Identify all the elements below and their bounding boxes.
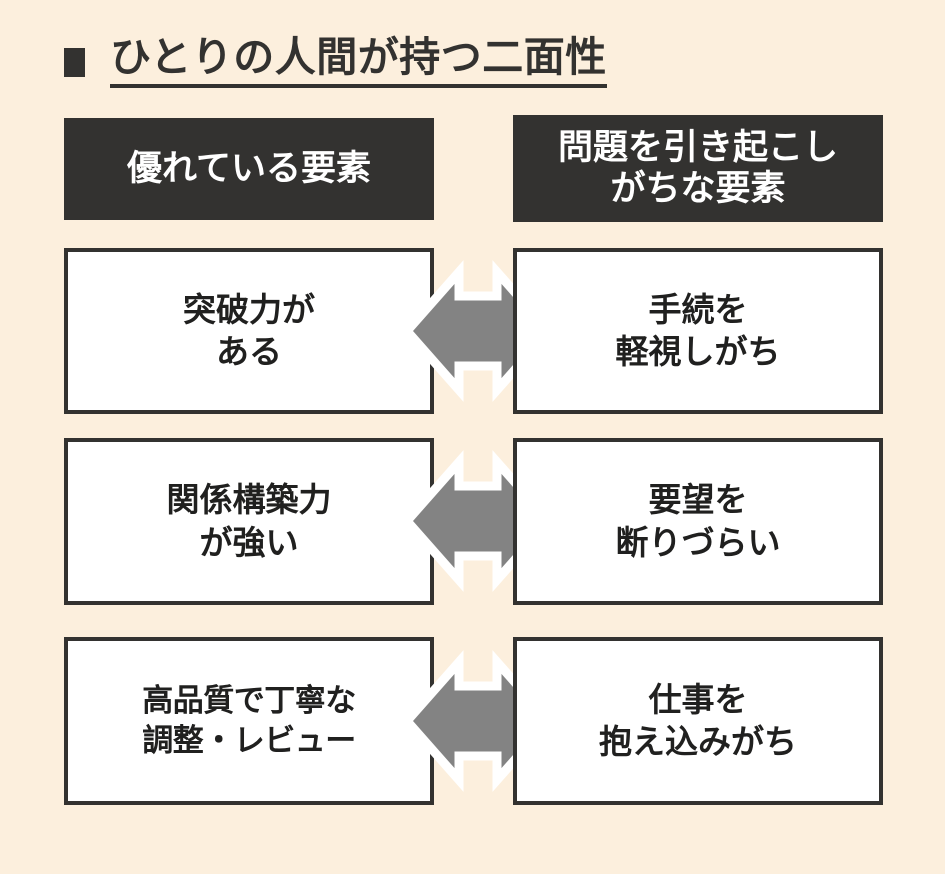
strength-item-1-line1: 突破力が [183,290,315,328]
problem-item-1-line2: 軽視しがち [615,333,781,370]
problem-item-2: 要望を 断りづらい [513,438,883,605]
strength-item-1-line2: ある [216,333,282,370]
strength-item-3: 高品質で丁寧な 調整・レビュー [64,637,434,805]
strength-item-3-line1: 高品質で丁寧な [142,683,356,719]
problem-item-3-line1: 仕事を [648,680,748,718]
strength-item-1: 突破力が ある [64,248,434,414]
problem-item-2-line1: 要望を [648,481,748,519]
problem-item-3: 仕事を 抱え込みがち [513,637,883,805]
page-title: ひとりの人間が持つ二面性 [64,34,607,90]
strength-item-3-line2: 調整・レビュー [142,723,356,758]
column-header-problems: 問題を引き起こし がちな要素 [513,115,883,222]
column-header-problems-line1: 問題を引き起こし [557,128,838,168]
strength-item-2-line1: 関係構築力 [166,481,332,519]
page-title-text: ひとりの人間が持つ二面性 [110,36,607,88]
problem-item-1: 手続を 軽視しがち [513,248,883,414]
column-header-strengths-label: 優れている要素 [127,148,371,188]
column-header-strengths: 優れている要素 [64,118,434,220]
problem-item-1-line1: 手続を [648,290,748,328]
problem-item-2-line2: 断りづらい [615,523,781,561]
column-header-problems-line2: がちな要素 [610,168,786,208]
strength-item-2: 関係構築力 が強い [64,438,434,605]
black-square-bullet-icon [64,47,85,77]
strength-item-2-line2: が強い [199,523,299,561]
problem-item-3-line2: 抱え込みがち [599,723,797,760]
